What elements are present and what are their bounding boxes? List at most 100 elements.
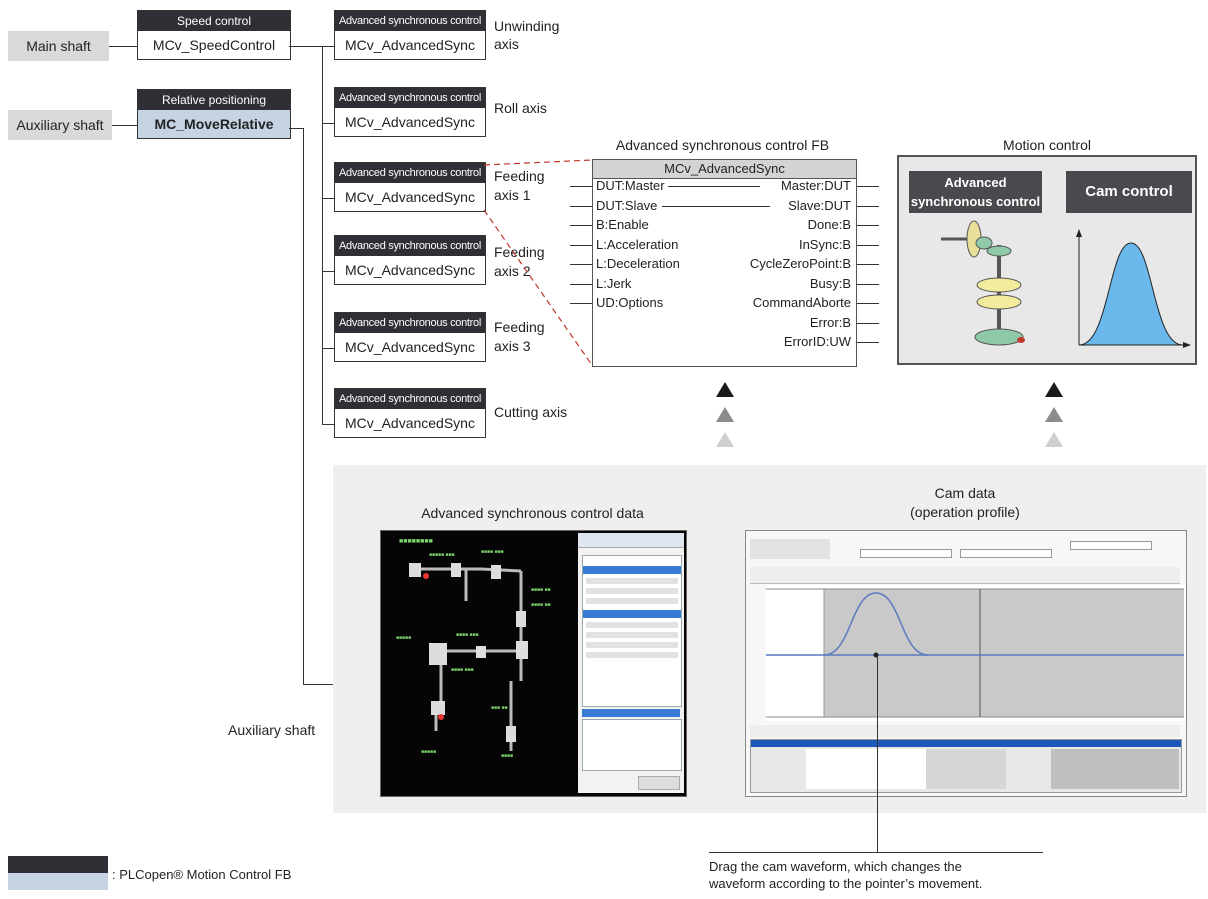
svg-text:■■■■ ■■■: ■■■■ ■■■	[481, 549, 504, 555]
fb-name: MCv_AdvancedSync	[345, 114, 475, 130]
fb-detail-box: MCv_AdvancedSync	[592, 159, 857, 367]
auxiliary-shaft-note: Auxiliary shaft	[228, 722, 316, 738]
cam-data-title-line1: Cam data	[934, 485, 996, 501]
cam-data-title-line2: (operation profile)	[910, 504, 1020, 520]
fb-header: Advanced synchronous control	[335, 163, 485, 183]
sync-block-roll: Advanced synchronous control MCv_Advance…	[334, 87, 486, 137]
input-pin-label: L:Deceleration	[596, 256, 680, 271]
output-pin-line	[857, 342, 879, 343]
fb-header: Advanced synchronous control	[335, 389, 485, 409]
advanced-sync-badge: Advanced synchronous control	[909, 171, 1042, 213]
output-pin-label: CommandAborte	[752, 295, 851, 310]
axis-label: Roll axis	[494, 100, 547, 116]
property-panel	[578, 533, 684, 793]
input-pin-label: DUT:Slave	[596, 197, 658, 213]
cam-data-screenshot	[745, 530, 1187, 797]
gear-mechanism-icon	[941, 220, 1025, 346]
input-pin-line	[570, 264, 592, 265]
svg-text:■■■■■ ■■■: ■■■■■ ■■■	[429, 552, 455, 558]
svg-text:■■■ ■■: ■■■ ■■	[491, 705, 508, 711]
sync-block-feeding-3: Advanced synchronous control MCv_Advance…	[334, 312, 486, 362]
output-pin-line	[857, 186, 879, 187]
input-pin-label: B:Enable	[596, 217, 649, 232]
cam-curve-chart	[1076, 229, 1191, 348]
fb-header: Advanced synchronous control	[335, 313, 485, 333]
axis-label: Feeding axis 3	[494, 319, 545, 354]
input-pin-line	[570, 186, 592, 187]
cam-waveform-chart	[766, 585, 1186, 721]
output-pin-line	[857, 264, 879, 265]
input-pin-label: DUT:Master	[596, 178, 665, 193]
input-pin-line	[570, 205, 592, 207]
input-pin-line	[570, 225, 592, 226]
svg-text:■■■■■■■■: ■■■■■■■■	[399, 538, 433, 545]
drag-note-line2: waveform according to the pointer’s move…	[709, 876, 983, 891]
output-pin-label: Done:B	[807, 217, 851, 232]
svg-text:■■■■ ■■■: ■■■■ ■■■	[451, 667, 474, 673]
fb-header: Advanced synchronous control	[335, 11, 485, 31]
svg-text:■■■■: ■■■■	[501, 753, 513, 759]
input-pin-label: UD:Options	[596, 295, 664, 310]
motion-control-title: Motion control	[1003, 137, 1091, 153]
sync-block-feeding-2: Advanced synchronous control MCv_Advance…	[334, 235, 486, 285]
pin-pass-line	[668, 186, 760, 187]
sync-data-screenshot: ■■■■■■■■ ■■■■■ ■■■ ■■■■ ■■■ ■■■■ ■■	[380, 530, 687, 797]
sync-block-cutting: Advanced synchronous control MCv_Advance…	[334, 388, 486, 438]
svg-text:■■■■ ■■■: ■■■■ ■■■	[456, 632, 479, 638]
svg-text:■■■■■: ■■■■■	[396, 635, 411, 641]
output-pin-line	[857, 303, 879, 304]
fb-name: MCv_AdvancedSync	[345, 339, 475, 355]
output-pin-label: Master:DUT	[780, 178, 851, 193]
cam-control-badge: Cam control	[1066, 171, 1192, 213]
fb-header: Speed control	[138, 11, 290, 31]
output-pin-line	[857, 322, 879, 324]
fb-name: MCv_SpeedControl	[152, 37, 276, 53]
axis-label: Cutting axis	[494, 404, 568, 420]
fb-detail-name: MCv_AdvancedSync	[593, 160, 856, 179]
axis-label: Feeding axis 2	[494, 244, 545, 279]
fb-header: Advanced synchronous control	[335, 236, 485, 256]
legend-swatch	[8, 856, 108, 890]
relative-positioning-fb: Relative positioning MC_MoveRelative	[137, 89, 291, 139]
output-pin-line	[857, 244, 879, 246]
input-pin-line	[570, 244, 592, 246]
input-pin-line	[570, 303, 592, 304]
sync-block-unwinding: Advanced synchronous control MCv_Advance…	[334, 10, 486, 60]
output-pin-label: InSync:B	[798, 236, 851, 252]
output-pin-label: Busy:B	[809, 275, 851, 291]
svg-text:■■■■ ■■: ■■■■ ■■	[531, 587, 551, 593]
output-pin-line	[857, 283, 879, 285]
axis-label: Feeding axis 1	[494, 168, 545, 203]
svg-text:■■■■ ■■: ■■■■ ■■	[531, 602, 551, 608]
output-pin-label: CycleZeroPoint:B	[749, 256, 851, 271]
input-pin-line	[570, 283, 592, 285]
zoom-dashed-lines	[483, 159, 593, 366]
cam-data-title: Cam data (operation profile)	[745, 484, 1185, 522]
output-pin-line	[857, 225, 879, 226]
fb-name: MC_MoveRelative	[138, 110, 290, 138]
fb-name: MCv_AdvancedSync	[345, 262, 475, 278]
sync-data-title: Advanced synchronous control data	[421, 505, 644, 521]
drag-note-line1: Drag the cam waveform, which changes the	[709, 859, 962, 874]
fb-header: Relative positioning	[138, 90, 290, 110]
motion-control-panel: Advanced synchronous control Cam control	[897, 155, 1197, 365]
main-shaft-label: Main shaft	[8, 31, 109, 61]
sync-diagram-graphic: ■■■■■■■■ ■■■■■ ■■■ ■■■■ ■■■ ■■■■ ■■	[396, 538, 551, 759]
auxiliary-shaft-label: Auxiliary shaft	[8, 110, 112, 140]
fb-detail-title: Advanced synchronous control FB	[615, 137, 830, 153]
output-pin-label: Error:B	[809, 314, 851, 330]
svg-text:■■■■■: ■■■■■	[421, 749, 436, 755]
fb-name: MCv_AdvancedSync	[345, 189, 475, 205]
axis-label: Unwinding axis	[494, 18, 560, 52]
fb-name: MCv_AdvancedSync	[345, 37, 475, 53]
legend-text: : PLCopen® Motion Control FB	[112, 867, 292, 882]
input-pin-label: L:Jerk	[596, 275, 632, 291]
output-pin-label: Slave:DUT	[788, 197, 851, 213]
fb-name: MCv_AdvancedSync	[345, 415, 475, 431]
speed-control-fb: Speed control MCv_SpeedControl	[137, 10, 291, 60]
pin-pass-line	[662, 205, 770, 207]
fb-header: Advanced synchronous control	[335, 88, 485, 108]
sync-block-feeding-1: Advanced synchronous control MCv_Advance…	[334, 162, 486, 212]
input-pin-label: L:Acceleration	[596, 236, 679, 252]
output-pin-line	[857, 205, 879, 207]
